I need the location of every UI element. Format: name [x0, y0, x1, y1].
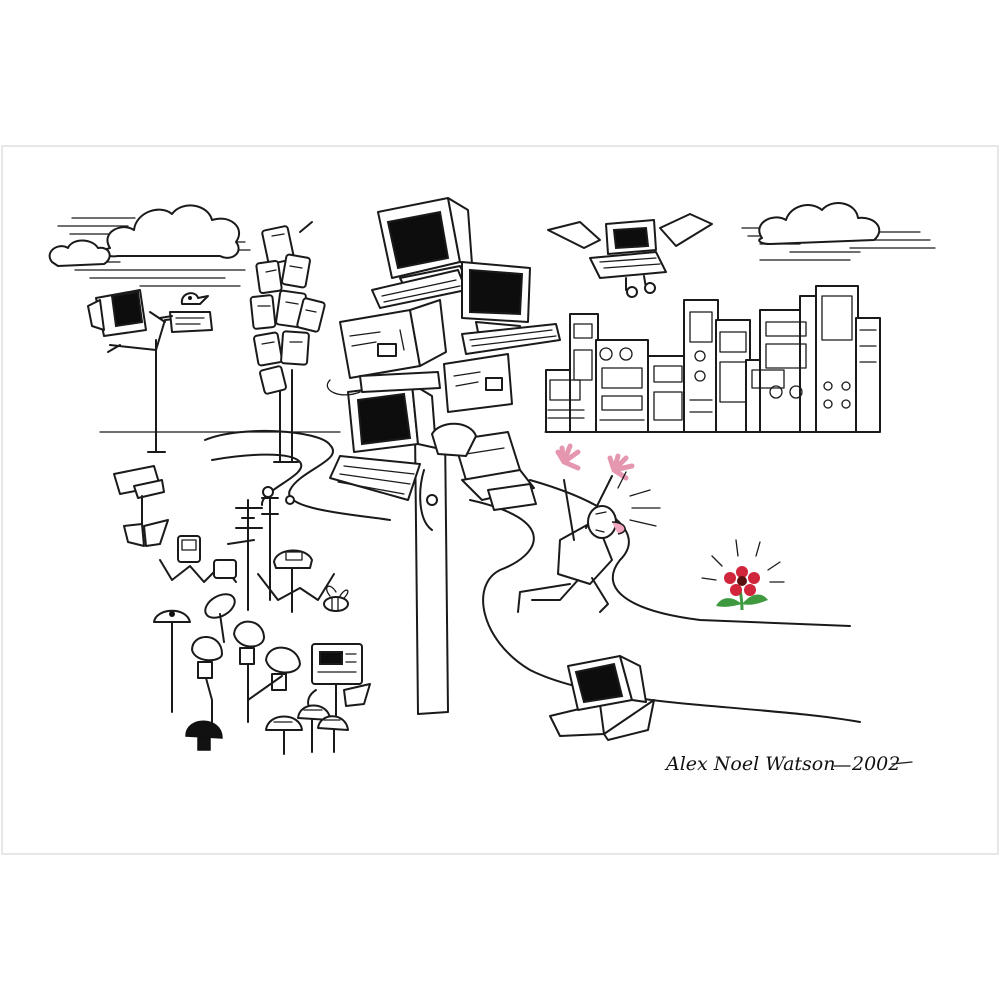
keyboard-icon — [461, 323, 561, 355]
flower-icon — [701, 539, 785, 611]
signature-year: 2002 — [851, 753, 900, 775]
flying-laptop — [547, 213, 713, 298]
monitor-icon — [567, 655, 647, 711]
signature-artist: Alex Noel Watson — [664, 753, 836, 775]
hand-left — [555, 443, 581, 471]
cloud-left-icon — [48, 204, 251, 287]
bird-icon — [149, 292, 213, 333]
monitor-tree-left — [87, 289, 213, 453]
shock-lines — [617, 471, 661, 527]
computer-tower — [326, 197, 561, 715]
satellite-dish-icon — [204, 593, 236, 643]
bee-icon — [323, 585, 349, 612]
monitor-icon — [87, 289, 147, 337]
phone-icon — [249, 225, 326, 395]
keyboard-icon — [329, 455, 421, 501]
cloud-right-icon — [741, 202, 936, 261]
electronics-city — [545, 285, 881, 433]
hand-right — [607, 453, 635, 481]
winding-road — [204, 429, 861, 723]
artist-signature: Alex Noel Watson 2002 — [664, 753, 913, 775]
device-garden — [113, 465, 371, 755]
printer-icon — [431, 422, 537, 511]
phone-tower — [249, 221, 326, 463]
head — [587, 505, 617, 539]
computer-case — [443, 353, 513, 413]
printer-icon — [113, 465, 165, 499]
running-man — [517, 443, 661, 613]
monitor-sprout — [549, 655, 655, 741]
monitor-icon — [347, 383, 437, 453]
